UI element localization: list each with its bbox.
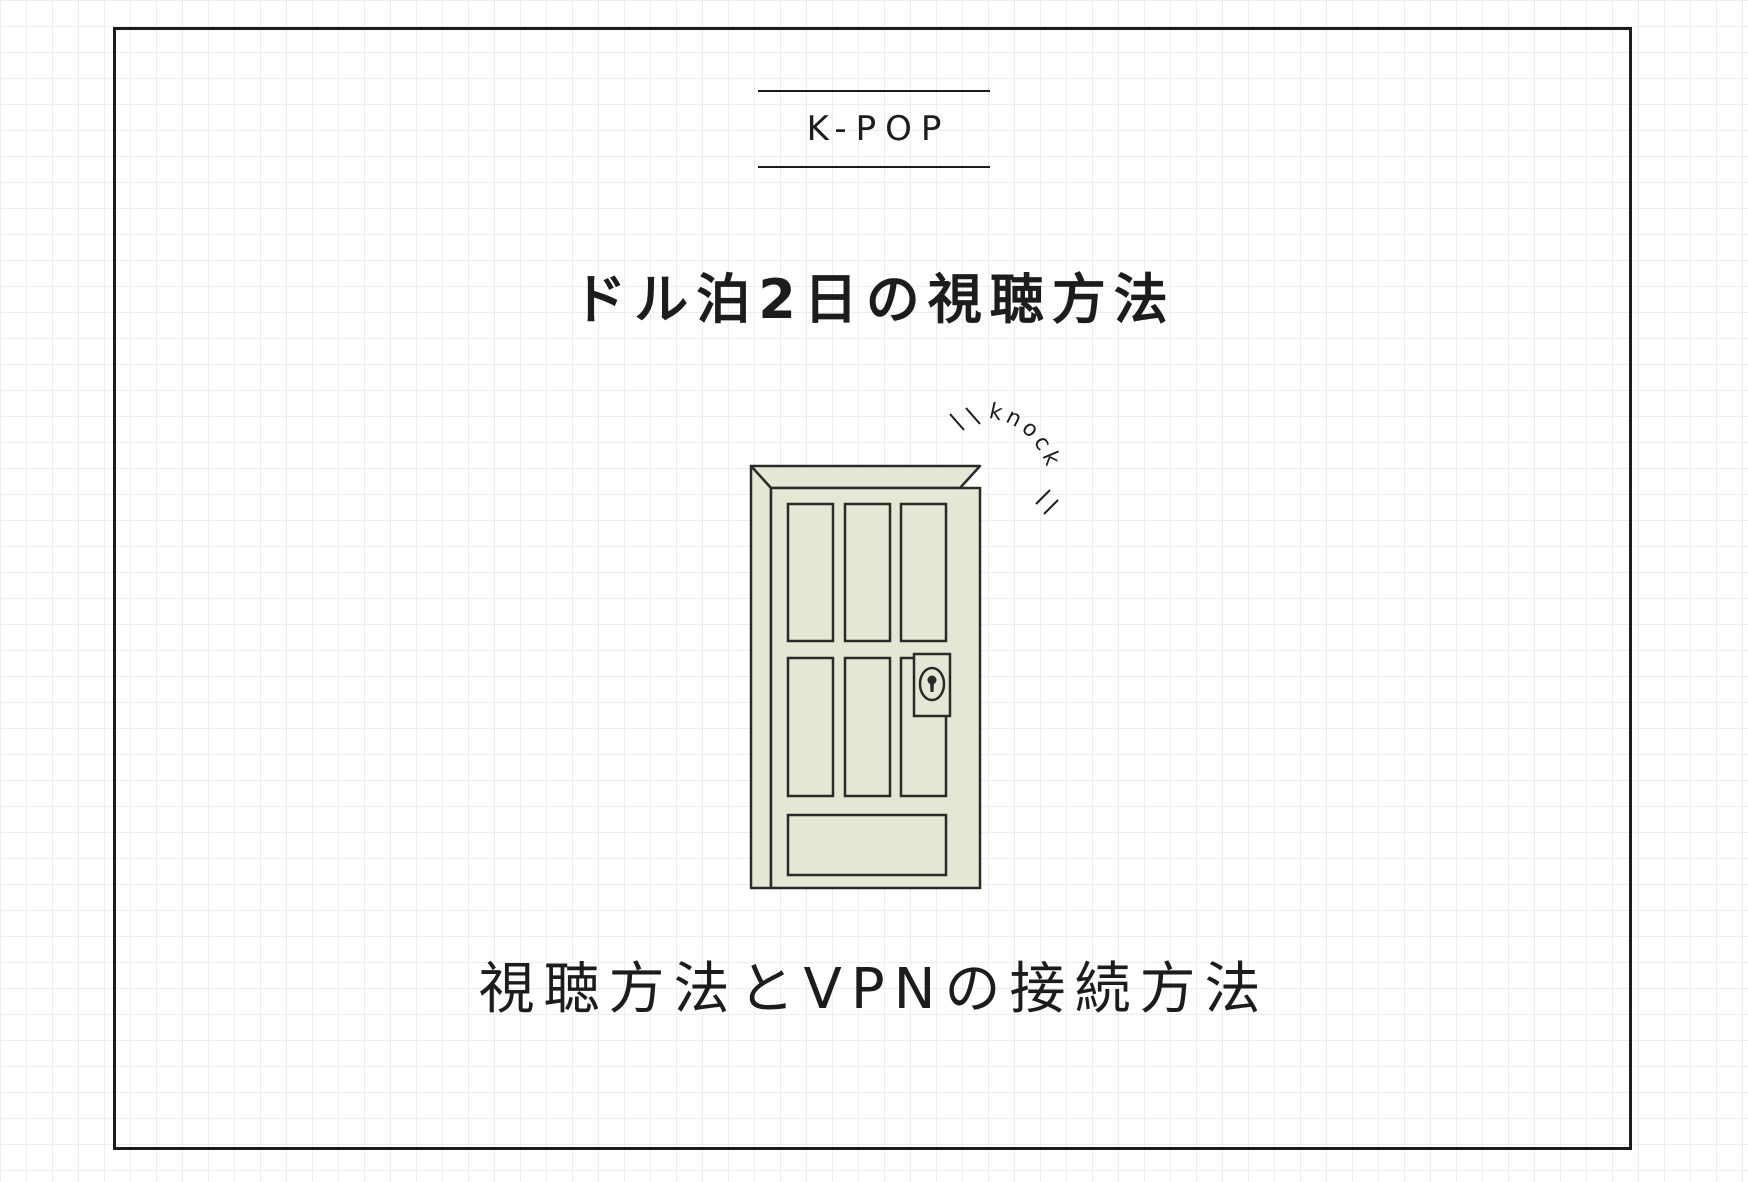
category-tag: K-POP	[758, 90, 990, 168]
page-subtitle: 視聴方法とVPNの接続方法	[478, 957, 1270, 1022]
category-label: K-POP	[806, 109, 951, 149]
knock-text: knock	[987, 399, 1066, 473]
door-illustration	[749, 464, 982, 890]
card-frame	[113, 27, 1632, 1150]
page-title: ドル泊2日の視聴方法	[572, 268, 1176, 331]
knock-sound-effect: knock	[949, 399, 1066, 515]
